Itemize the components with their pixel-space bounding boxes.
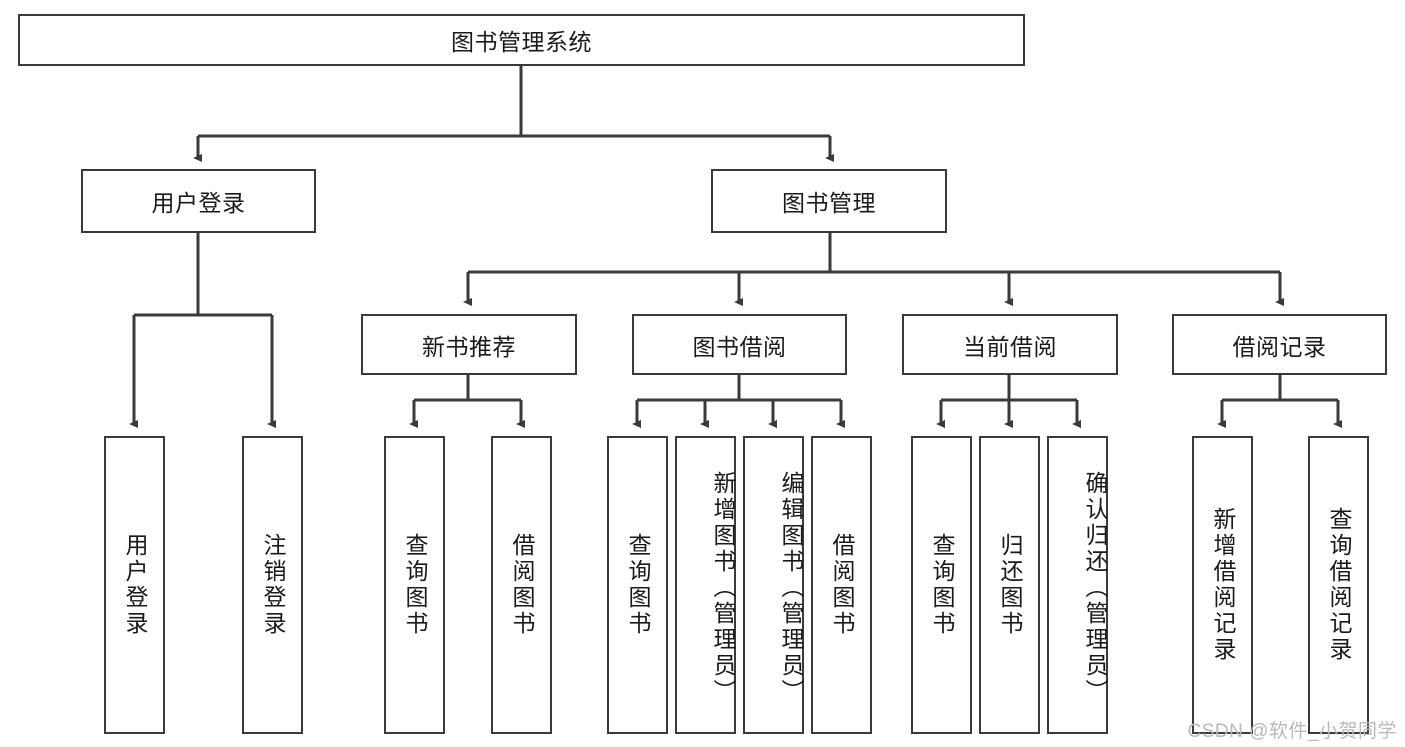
node-leaf-query-book-3[interactable]: 查询图书 xyxy=(911,436,972,734)
node-leaf-add-record[interactable]: 新增借阅记录 xyxy=(1192,436,1253,734)
node-leaf-query-record[interactable]: 查询借阅记录 xyxy=(1308,436,1369,734)
csdn-watermark: CSDN @软件_小贺同学 xyxy=(1187,721,1397,742)
node-user-login[interactable]: 用户登录 xyxy=(81,169,316,233)
node-leaf-borrow-book-1[interactable]: 借阅图书 xyxy=(491,436,552,734)
node-leaf-return-book[interactable]: 归还图书 xyxy=(979,436,1040,734)
node-leaf-user-login[interactable]: 用户登录 xyxy=(104,436,165,734)
node-leaf-query-book-2[interactable]: 查询图书 xyxy=(607,436,668,734)
node-leaf-borrow-book-2[interactable]: 借阅图书 xyxy=(811,436,872,734)
node-book-borrow[interactable]: 图书借阅 xyxy=(632,314,847,375)
node-leaf-logout-login[interactable]: 注销登录 xyxy=(242,436,303,734)
node-leaf-edit-book[interactable]: 编辑图书（管理员） xyxy=(743,436,804,734)
node-leaf-add-book[interactable]: 新增图书（管理员） xyxy=(675,436,736,734)
node-leaf-confirm-return[interactable]: 确认归还（管理员） xyxy=(1047,436,1108,734)
node-current-borrow[interactable]: 当前借阅 xyxy=(902,314,1118,375)
node-new-book-rec[interactable]: 新书推荐 xyxy=(361,314,577,375)
node-borrow-record[interactable]: 借阅记录 xyxy=(1172,314,1387,375)
node-root[interactable]: 图书管理系统 xyxy=(18,14,1025,66)
node-book-manage[interactable]: 图书管理 xyxy=(711,169,947,233)
node-leaf-query-book-1[interactable]: 查询图书 xyxy=(384,436,445,734)
